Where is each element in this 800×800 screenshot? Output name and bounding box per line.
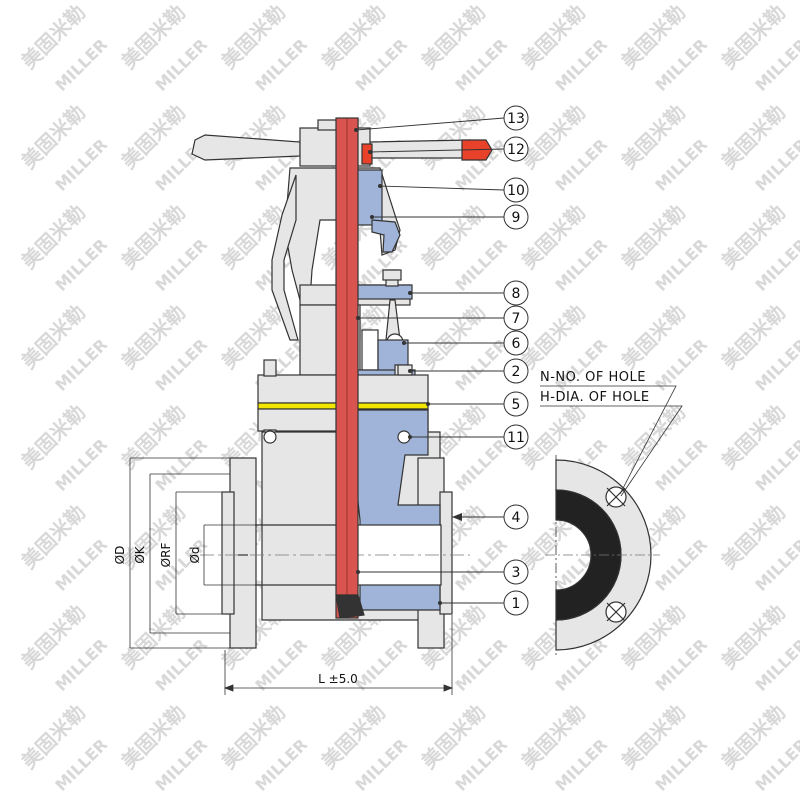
callout-label-1: 1 bbox=[512, 596, 521, 612]
callout-bubble-1 bbox=[503, 590, 529, 616]
callout-bubble-2 bbox=[503, 358, 529, 384]
callout-bubble-11 bbox=[503, 424, 529, 450]
gate-valve-section bbox=[191, 117, 493, 649]
yoke bbox=[271, 143, 401, 341]
callout-bubble-7 bbox=[503, 305, 529, 331]
hole-notes: N-NO. OF HOLE H-DIA. OF HOLE bbox=[540, 370, 683, 497]
callout-leader bbox=[369, 148, 505, 153]
callout-label-11: 11 bbox=[507, 430, 525, 446]
callout-bubble-13 bbox=[503, 105, 529, 131]
callouts: 13 12 10 9 8 7 6 2 5 11 4 3 1 bbox=[354, 105, 529, 616]
dim-L: L ±5.0 bbox=[318, 672, 358, 686]
callout-label-4: 4 bbox=[512, 510, 521, 526]
callout-label-3: 3 bbox=[512, 565, 521, 581]
wedge-tip bbox=[335, 594, 365, 619]
callout-label-9: 9 bbox=[512, 210, 521, 226]
note-number-of-holes: N-NO. OF HOLE bbox=[540, 370, 646, 385]
key bbox=[361, 143, 373, 165]
callout-bubble-9 bbox=[503, 204, 529, 230]
callout-leader bbox=[379, 185, 505, 191]
flange-end-view bbox=[545, 455, 660, 655]
callout-bubble-10 bbox=[503, 177, 529, 203]
callout-dot bbox=[356, 316, 360, 320]
callout-label-12: 12 bbox=[507, 142, 525, 158]
callout-label-8: 8 bbox=[512, 286, 521, 302]
callout-dot bbox=[408, 369, 412, 373]
callout-dot bbox=[408, 291, 412, 295]
dim-D: ØD bbox=[113, 546, 127, 565]
callout-dot bbox=[356, 570, 360, 574]
callout-label-6: 6 bbox=[512, 336, 521, 352]
callout-bubble-6 bbox=[503, 330, 529, 356]
callout-dot bbox=[370, 215, 374, 219]
callout-dot bbox=[408, 435, 412, 439]
callout-bubble-5 bbox=[503, 391, 529, 417]
dim-d: Ød bbox=[188, 546, 202, 563]
dim-RF: ØRF bbox=[159, 543, 173, 568]
gland-flange bbox=[351, 284, 413, 300]
callout-bubble-3 bbox=[503, 559, 529, 585]
callout-label-10: 10 bbox=[507, 183, 525, 199]
callout-leader bbox=[355, 117, 505, 131]
callout-bubble-8 bbox=[503, 280, 529, 306]
packing bbox=[361, 329, 379, 371]
note-hole-diameter: H-DIA. OF HOLE bbox=[540, 390, 650, 405]
callout-label-7: 7 bbox=[512, 311, 521, 327]
callout-dot bbox=[354, 128, 358, 132]
callout-dot bbox=[378, 184, 382, 188]
callout-dot bbox=[426, 402, 430, 406]
dim-K: ØK bbox=[133, 545, 147, 563]
lining-ring bbox=[555, 489, 622, 621]
callout-dot bbox=[438, 601, 442, 605]
dimension-lines bbox=[129, 457, 454, 695]
callout-bubble-12 bbox=[503, 136, 529, 162]
callout-dot bbox=[402, 341, 406, 345]
callout-bubble-4 bbox=[503, 504, 529, 530]
callout-dot bbox=[368, 150, 372, 154]
callout-label-5: 5 bbox=[512, 397, 521, 413]
callout-arrow bbox=[452, 513, 462, 521]
bolts bbox=[263, 269, 413, 444]
callout-label-2: 2 bbox=[512, 364, 521, 380]
callout-label-13: 13 bbox=[507, 111, 525, 127]
